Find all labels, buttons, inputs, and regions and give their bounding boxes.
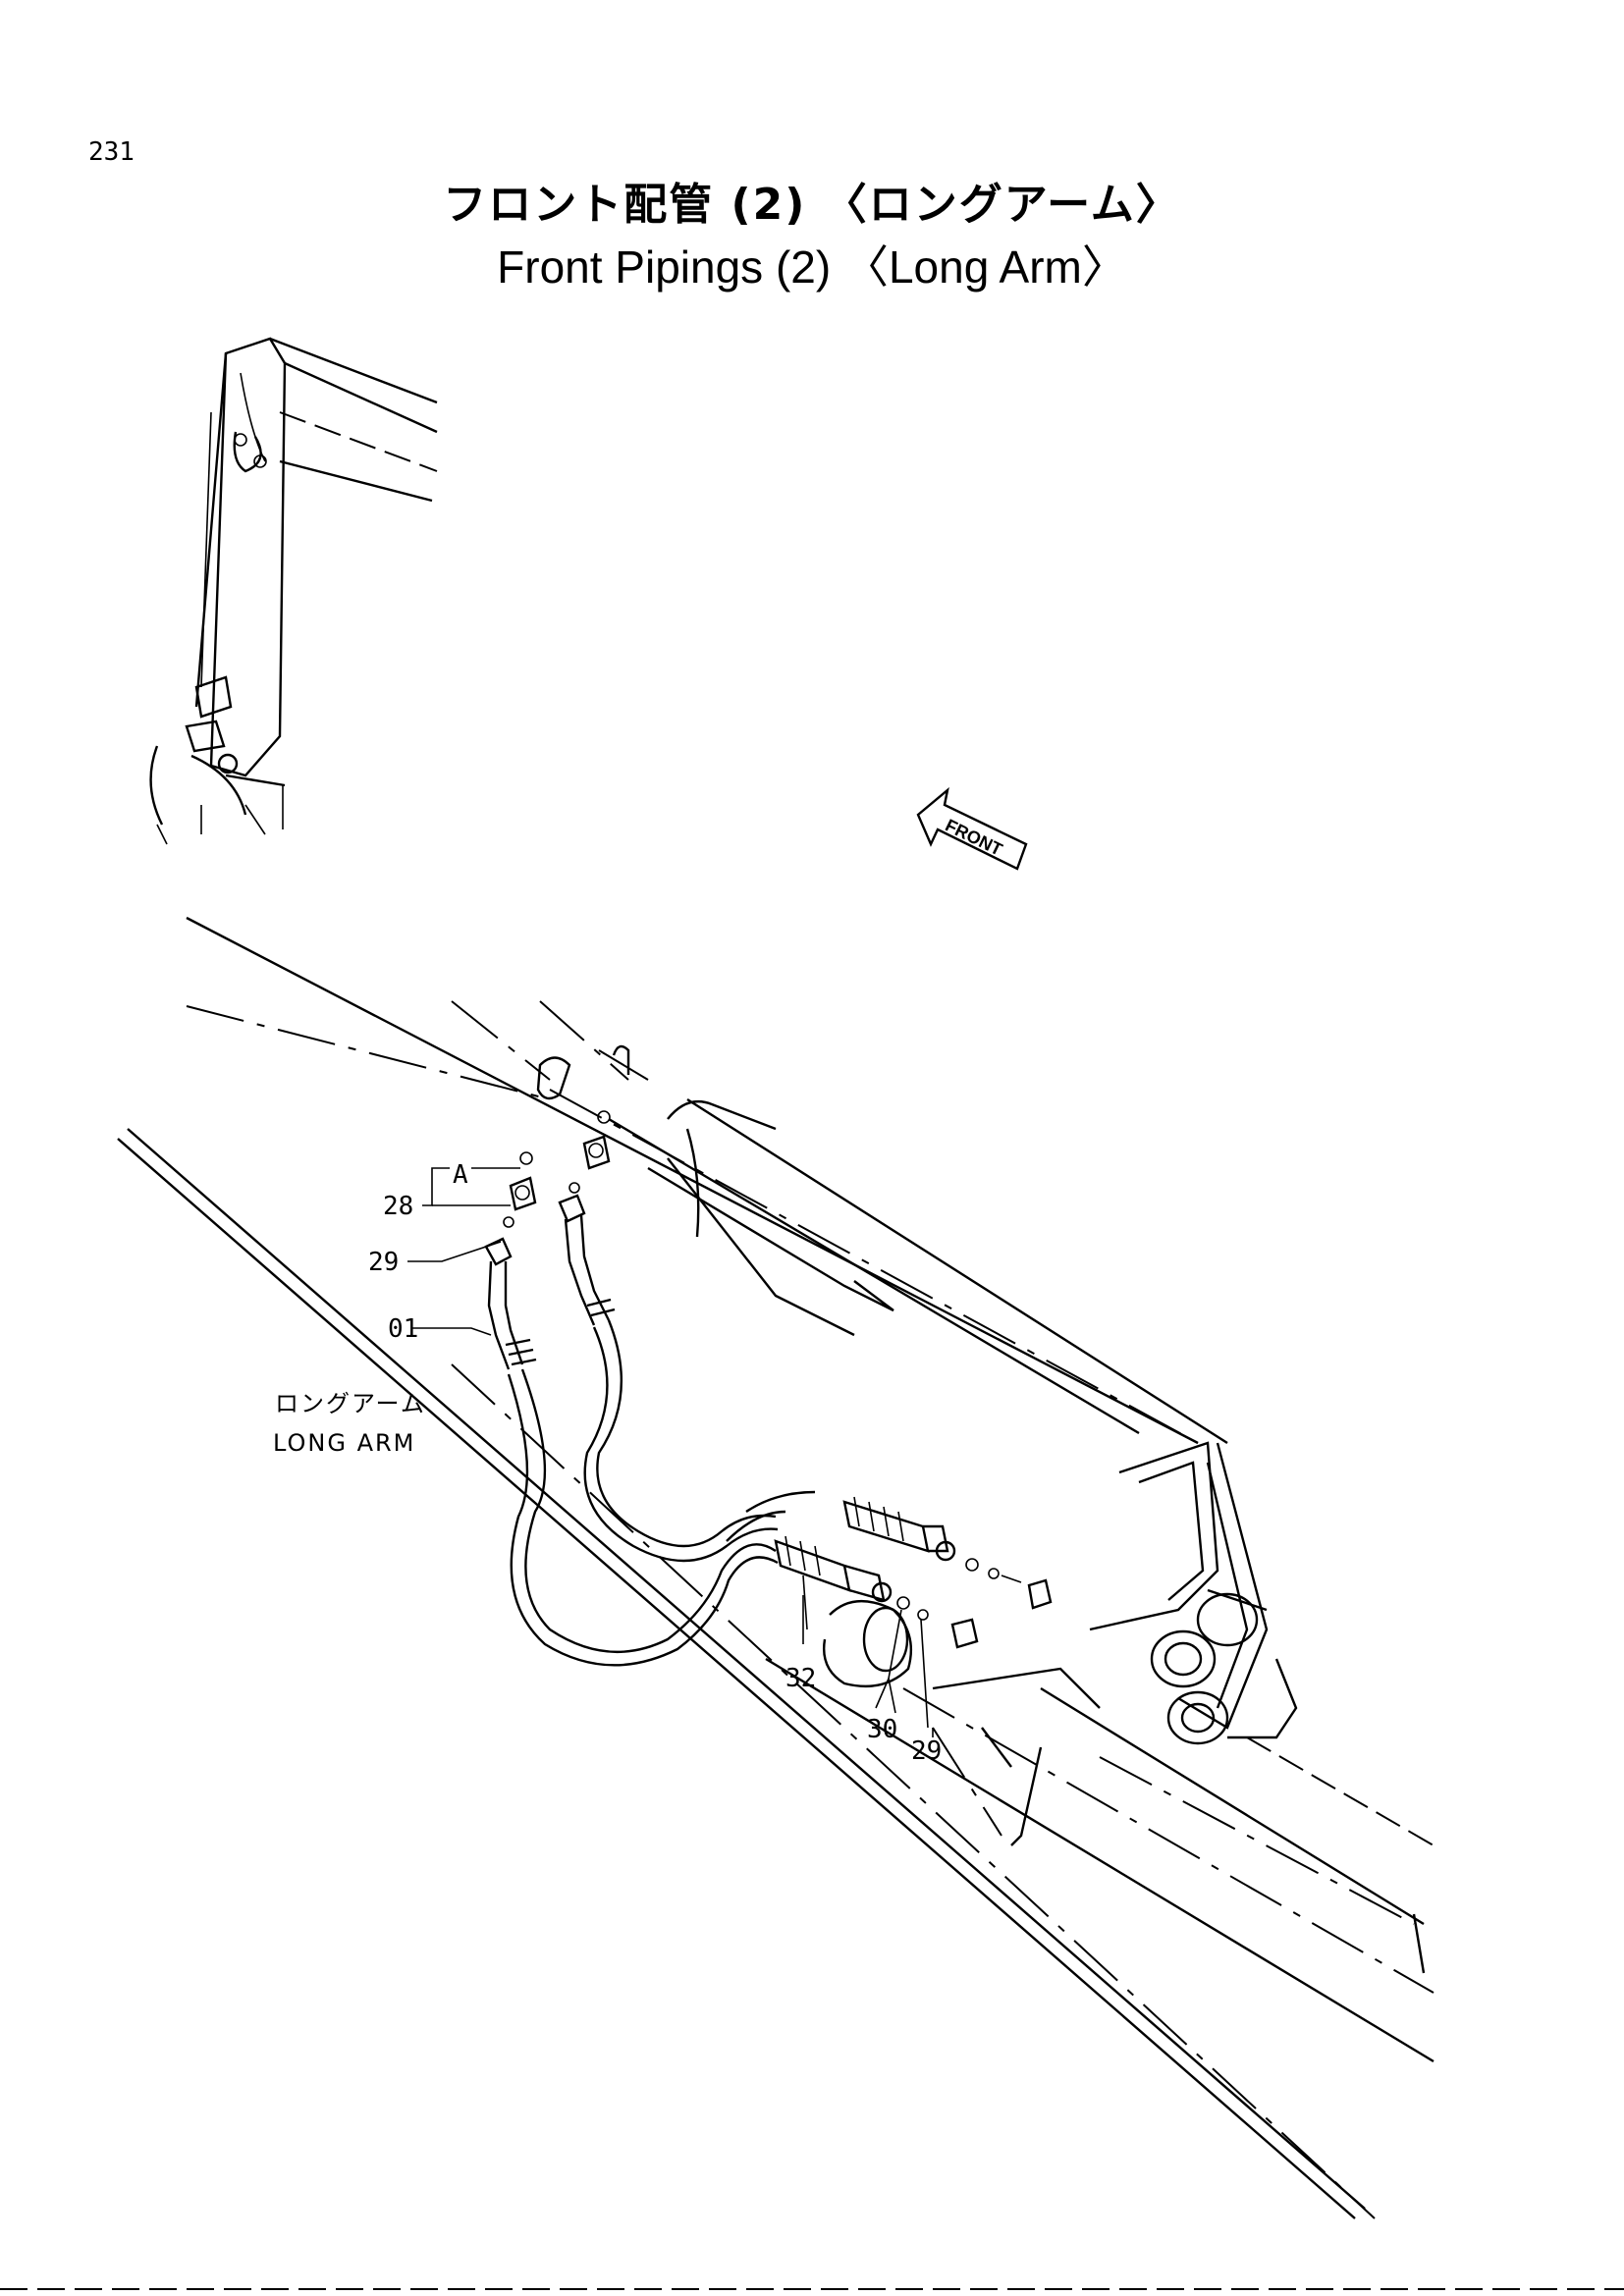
- boom-overview-inset: [149, 337, 438, 845]
- callout-01: 01: [388, 1314, 418, 1344]
- callout-29-left: 29: [368, 1248, 399, 1277]
- long-arm-structure: [117, 916, 1435, 2219]
- upper-fittings: [503, 1044, 630, 1228]
- page-number: 231: [88, 137, 135, 167]
- callout-29-right: 29: [911, 1736, 942, 1766]
- o-ring-b: [597, 1110, 611, 1124]
- union-28-left: [509, 1176, 537, 1211]
- adapter-lower: [950, 1618, 979, 1649]
- o-ring-a: [519, 1151, 533, 1165]
- callout-30: 30: [867, 1715, 897, 1744]
- front-direction-arrow: FRONT: [916, 786, 1028, 871]
- hose-01-assembly: [484, 1194, 816, 1667]
- page-title-en: Front Pipings (2) 〈Long Arm〉: [497, 241, 1127, 293]
- o-ring-lower: [917, 1609, 929, 1621]
- lower-fittings: [774, 1496, 1053, 1687]
- long-arm-label: ロングアーム LONG ARM: [273, 1390, 426, 1457]
- adapter-upper: [1027, 1578, 1053, 1610]
- page-title-jp: フロント配管 (2) 〈ロングアーム〉: [443, 180, 1181, 230]
- washer-lower: [896, 1596, 910, 1610]
- washer-upper: [965, 1558, 979, 1572]
- o-ring-upper: [988, 1568, 1000, 1579]
- long-arm-label-jp: ロングアーム: [275, 1390, 426, 1417]
- callout-28: 28: [383, 1192, 413, 1221]
- long-arm-label-en: LONG ARM: [273, 1429, 415, 1457]
- front-arrow-label: FRONT: [943, 816, 1005, 860]
- callout-labels: A 28 29 01 32 30 29: [368, 1160, 942, 1766]
- view-ref-a: A: [453, 1160, 468, 1190]
- callout-32: 32: [785, 1664, 816, 1693]
- o-ring-29-left: [503, 1216, 514, 1228]
- leader-lines: [407, 1167, 934, 1737]
- o-ring-29-right: [568, 1182, 580, 1194]
- union-28-right: [582, 1135, 611, 1170]
